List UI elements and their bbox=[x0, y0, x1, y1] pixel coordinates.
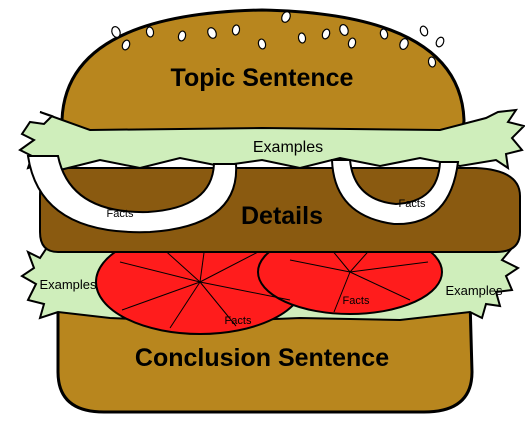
conclusion-sentence-label: Conclusion Sentence bbox=[135, 344, 389, 372]
facts-label-tomato-left: Facts bbox=[225, 315, 252, 327]
topic-sentence-label: Topic Sentence bbox=[171, 64, 354, 92]
upper-lettuce bbox=[18, 108, 525, 172]
onion-ring-right bbox=[330, 159, 460, 226]
facts-label-onion-left: Facts bbox=[107, 208, 134, 220]
onion-rings bbox=[26, 155, 460, 234]
tomato-segment-lines bbox=[119, 235, 429, 329]
details-label: Details bbox=[241, 202, 323, 230]
facts-label-onion-right: Facts bbox=[399, 198, 426, 210]
examples-label-top: Examples bbox=[253, 139, 323, 156]
onion-ring-left bbox=[26, 155, 238, 234]
examples-label-left: Examples bbox=[39, 277, 97, 292]
sesame-seeds bbox=[111, 11, 445, 68]
examples-label-right: Examples bbox=[445, 283, 503, 298]
facts-label-tomato-right: Facts bbox=[343, 295, 370, 307]
